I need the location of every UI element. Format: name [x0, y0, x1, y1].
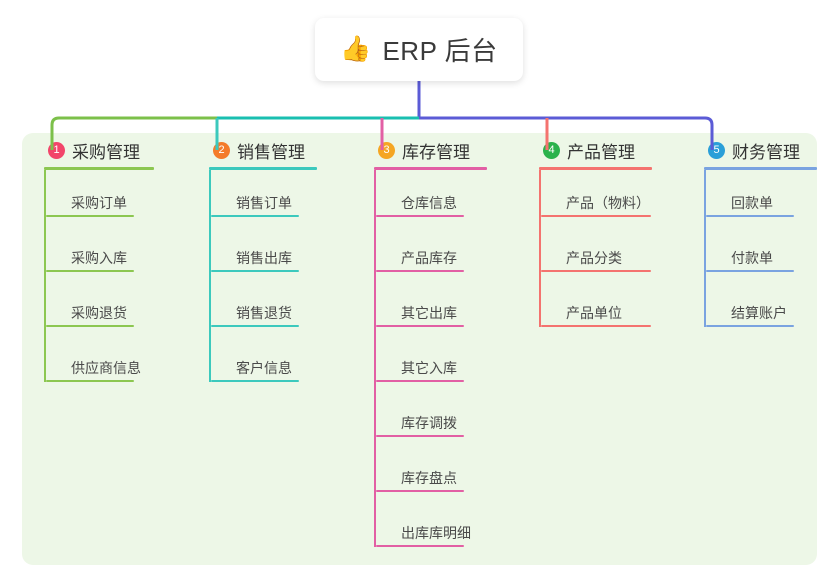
- leaf-node-label: 采购订单: [71, 195, 127, 211]
- leaf-node-label: 付款单: [731, 250, 773, 266]
- leaf-node[interactable]: 产品库存: [374, 225, 524, 280]
- leaf-node[interactable]: 采购退货: [44, 280, 184, 335]
- leaf-node-underline: [46, 215, 134, 217]
- leaf-node[interactable]: 结算账户: [704, 280, 834, 335]
- leaf-node-underline: [706, 325, 794, 327]
- leaf-node-underline: [541, 215, 651, 217]
- leaf-node-underline: [46, 325, 134, 327]
- column-title-5: 财务管理: [732, 142, 800, 162]
- leaf-node-underline: [376, 270, 464, 272]
- leaf-node-underline: [211, 325, 299, 327]
- column-underline-2: [209, 167, 317, 170]
- column-items-5: 回款单付款单结算账户: [694, 170, 834, 335]
- root-node-title: ERP 后台: [382, 36, 498, 66]
- column-spine-4: [539, 170, 541, 327]
- leaf-node-label: 库存调拨: [401, 415, 457, 431]
- leaf-node-underline: [211, 215, 299, 217]
- leaf-node[interactable]: 其它出库: [374, 280, 524, 335]
- column-spine-1: [44, 170, 46, 382]
- leaf-node-label: 销售订单: [236, 195, 292, 211]
- connector-lines: [50, 81, 714, 150]
- leaf-node-label: 库存盘点: [401, 470, 457, 486]
- leaf-node[interactable]: 库存调拨: [374, 390, 524, 445]
- leaf-node-label: 结算账户: [731, 305, 787, 321]
- column-title-4: 产品管理: [567, 142, 635, 162]
- leaf-node-label: 供应商信息: [71, 360, 141, 376]
- leaf-node-label: 产品分类: [566, 250, 622, 266]
- column-title-3: 库存管理: [402, 142, 470, 162]
- leaf-node-label: 产品库存: [401, 250, 457, 266]
- columns-panel: [22, 133, 817, 565]
- leaf-node-underline: [46, 270, 134, 272]
- leaf-node-underline: [541, 325, 651, 327]
- leaf-node[interactable]: 采购入库: [44, 225, 184, 280]
- column-underline-4: [539, 167, 652, 170]
- leaf-node[interactable]: 仓库信息: [374, 170, 524, 225]
- leaf-node[interactable]: 库存盘点: [374, 445, 524, 500]
- leaf-node-underline: [46, 380, 134, 382]
- column-items-4: 产品（物料） 产品分类产品单位: [529, 170, 689, 335]
- leaf-node-underline: [211, 270, 299, 272]
- leaf-node[interactable]: 客户信息: [209, 335, 349, 390]
- leaf-node-label: 产品（物料）: [566, 195, 650, 211]
- leaf-node-underline: [376, 325, 464, 327]
- leaf-node[interactable]: 销售退货: [209, 280, 349, 335]
- leaf-node[interactable]: 供应商信息: [44, 335, 184, 390]
- leaf-node-underline: [706, 215, 794, 217]
- column-spine-5: [704, 170, 706, 327]
- leaf-node-label: 采购入库: [71, 250, 127, 266]
- leaf-node-underline: [541, 270, 651, 272]
- leaf-node-label: 出库库明细: [401, 525, 471, 541]
- leaf-node[interactable]: 付款单: [704, 225, 834, 280]
- leaf-node[interactable]: 销售订单: [209, 170, 349, 225]
- column-spine-3: [374, 170, 376, 547]
- column-items-1: 采购订单采购入库采购退货供应商信息: [34, 170, 184, 390]
- leaf-node[interactable]: 产品分类: [539, 225, 689, 280]
- column-underline-1: [44, 167, 154, 170]
- leaf-node[interactable]: 采购订单: [44, 170, 184, 225]
- leaf-node-label: 其它出库: [401, 305, 457, 321]
- leaf-node-label: 采购退货: [71, 305, 127, 321]
- leaf-node-label: 产品单位: [566, 305, 622, 321]
- column-title-1: 采购管理: [72, 142, 140, 162]
- leaf-node[interactable]: 出库库明细: [374, 500, 524, 555]
- leaf-node[interactable]: 回款单: [704, 170, 834, 225]
- column-spine-2: [209, 170, 211, 382]
- leaf-node-underline: [376, 215, 464, 217]
- leaf-node-label: 回款单: [731, 195, 773, 211]
- leaf-node-underline: [376, 545, 464, 547]
- leaf-node-label: 其它入库: [401, 360, 457, 376]
- leaf-node-label: 客户信息: [236, 360, 292, 376]
- leaf-node[interactable]: 销售出库: [209, 225, 349, 280]
- column-items-3: 仓库信息产品库存其它出库其它入库库存调拨库存盘点出库库明细: [364, 170, 524, 555]
- thumbs-up-icon: 👍: [340, 35, 372, 63]
- leaf-node-label: 销售退货: [236, 305, 292, 321]
- root-node[interactable]: 👍 ERP 后台: [315, 18, 523, 81]
- leaf-node-label: 销售出库: [236, 250, 292, 266]
- leaf-node-underline: [376, 490, 464, 492]
- leaf-node[interactable]: 其它入库: [374, 335, 524, 390]
- leaf-node-label: 仓库信息: [401, 195, 457, 211]
- column-items-2: 销售订单销售出库销售退货客户信息: [199, 170, 349, 390]
- leaf-node-underline: [706, 270, 794, 272]
- leaf-node[interactable]: 产品（物料）: [539, 170, 689, 225]
- column-underline-3: [374, 167, 487, 170]
- leaf-node[interactable]: 产品单位: [539, 280, 689, 335]
- leaf-node-underline: [376, 435, 464, 437]
- column-title-2: 销售管理: [237, 142, 305, 162]
- leaf-node-underline: [376, 380, 464, 382]
- leaf-node-underline: [211, 380, 299, 382]
- column-underline-5: [704, 167, 817, 170]
